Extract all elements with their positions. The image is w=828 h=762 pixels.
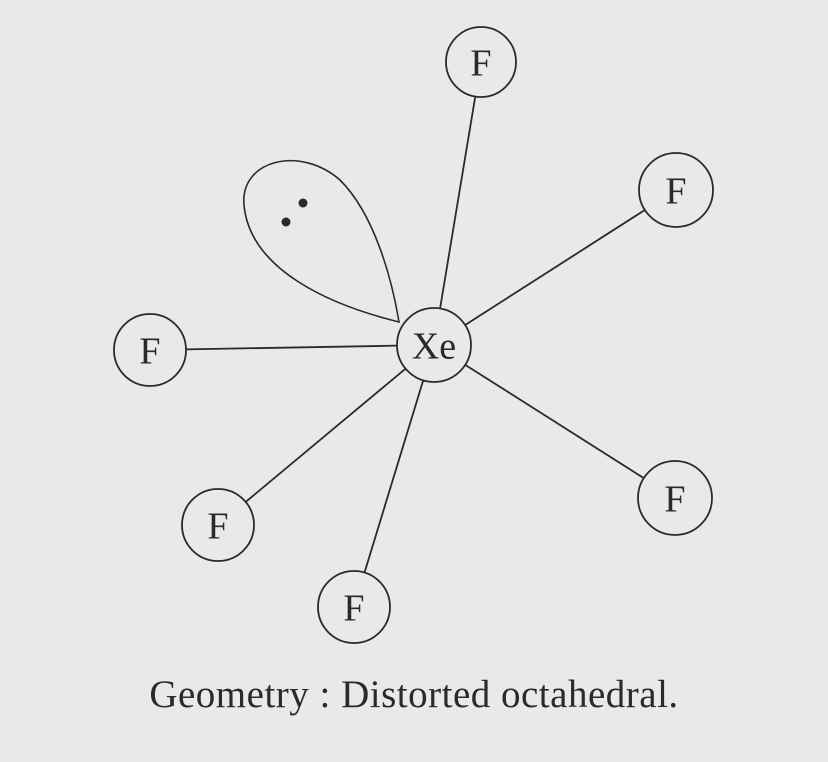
fluorine-atom: F [445, 26, 517, 98]
fluorine-atom: F [317, 570, 391, 644]
lone-pair-electron [281, 217, 291, 227]
fluorine-atom-label: F [665, 170, 686, 212]
fluorine-atom: F [113, 313, 187, 387]
fluorine-atom: F [181, 488, 255, 562]
fluorine-atom-circle [638, 152, 714, 228]
fluorine-atom-circle [445, 26, 517, 98]
xenon-atom-label: Xe [412, 325, 456, 367]
caption: Geometry : Distorted octahedral. [149, 673, 679, 716]
fluorine-atom: F [638, 152, 714, 228]
fluorine-atom-label: F [139, 330, 160, 372]
xe-f-bond [464, 209, 646, 326]
xe-f-bond [464, 364, 645, 479]
fluorine-atom-circle [181, 488, 255, 562]
lone-pair-lobe [243, 159, 400, 324]
fluorine-atom-label: F [207, 505, 228, 547]
fluorine-atom: F [637, 460, 713, 536]
fluorine-atom-circle [317, 570, 391, 644]
fluorine-atom-label: F [664, 478, 685, 520]
fluorine-atom-circle [113, 313, 187, 387]
xenon-atom: Xe [396, 307, 472, 383]
lone-pair-electron [298, 198, 308, 208]
fluorine-atom-label: F [343, 587, 364, 629]
fluorine-atom-label: F [470, 42, 491, 84]
fluorine-atom-circle [637, 460, 713, 536]
xe-f-bond [363, 380, 425, 573]
xenon-atom-circle [396, 307, 472, 383]
xe-f-bond [245, 367, 407, 503]
xe-f-bond [439, 96, 477, 309]
xe-f-bond [185, 344, 398, 351]
